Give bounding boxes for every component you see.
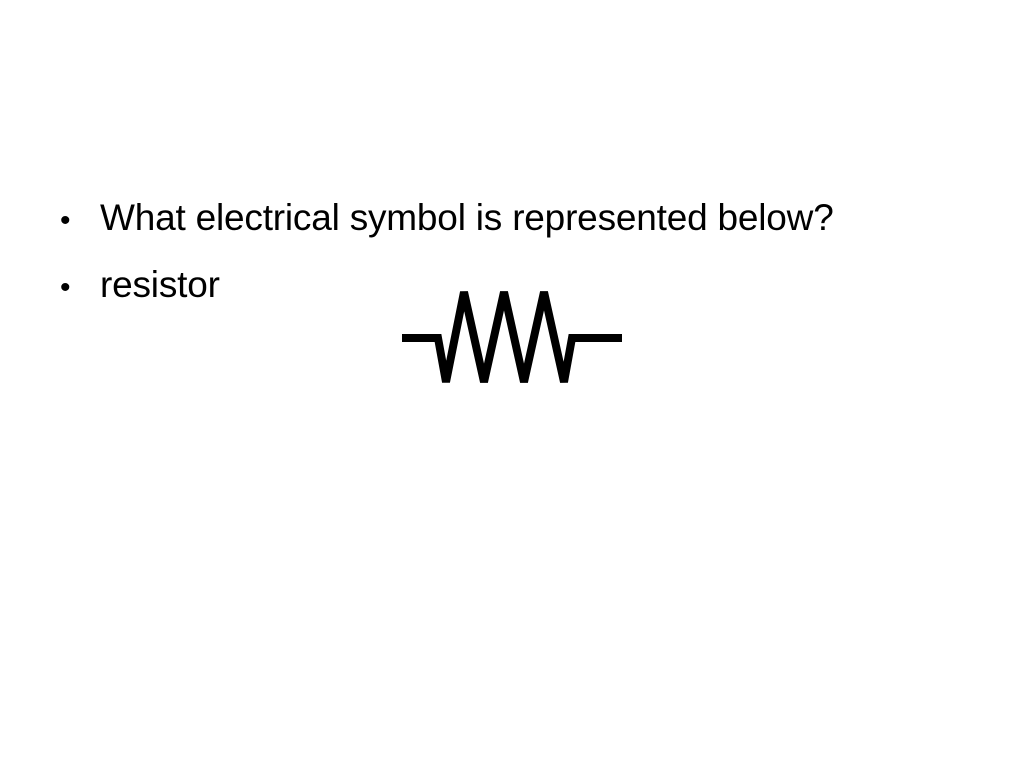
question-text: What electrical symbol is represented be… (100, 197, 834, 238)
bullet-list: • What electrical symbol is represented … (60, 186, 834, 320)
resistor-symbol-icon (402, 291, 622, 383)
bullet-marker: • (60, 271, 71, 304)
bullet-marker: • (60, 204, 71, 237)
bullet-item-question: • What electrical symbol is represented … (60, 186, 834, 253)
answer-text: resistor (100, 264, 220, 305)
bullet-item-answer: • resistor (60, 253, 834, 320)
resistor-zigzag (402, 291, 622, 383)
